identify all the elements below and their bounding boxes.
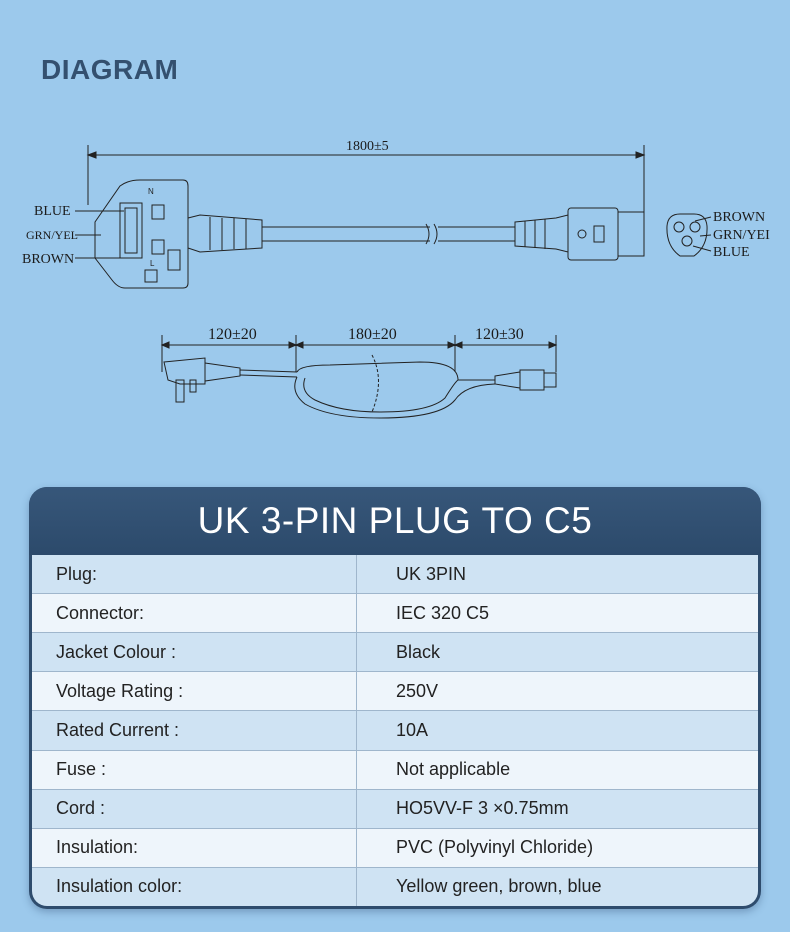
- spec-value: 250V: [356, 671, 758, 712]
- spec-row: Rated Current : 10A: [32, 710, 758, 751]
- spec-value: UK 3PIN: [356, 555, 758, 595]
- connector-wire-label-blue: BLUE: [713, 245, 750, 260]
- spec-value: PVC (Polyvinyl Chloride): [356, 828, 758, 868]
- spec-row: Cord : HO5VV-F 3 ×0.75mm: [32, 789, 758, 829]
- spec-value: Not applicable: [356, 750, 758, 790]
- connector-wire-label-grn-yei: GRN/YEI: [713, 228, 770, 243]
- spec-title: UK 3-PIN PLUG TO C5: [29, 487, 761, 555]
- spec-row: Insulation: PVC (Polyvinyl Chloride): [32, 828, 758, 868]
- spec-row: Fuse : Not applicable: [32, 750, 758, 790]
- spec-value: Yellow green, brown, blue: [356, 867, 758, 906]
- spec-label: Insulation color:: [32, 867, 357, 906]
- spec-label: Cord :: [32, 789, 357, 829]
- plug-wire-label-grn-yel: GRN/YEL: [26, 228, 78, 242]
- svg-text:L: L: [150, 259, 155, 268]
- section-heading: DIAGRAM: [41, 54, 179, 85]
- spec-row: Plug: UK 3PIN: [32, 555, 758, 595]
- spec-value: Black: [356, 632, 758, 673]
- spec-label: Fuse :: [32, 750, 357, 790]
- plug-wire-label-brown: BROWN: [22, 252, 74, 267]
- connector-wire-label-brown: BROWN: [713, 210, 765, 225]
- total-length-label: 1800±5: [346, 139, 389, 154]
- spec-value: HO5VV-F 3 ×0.75mm: [356, 789, 758, 829]
- segment-length-loop: 180±20: [348, 326, 397, 343]
- spec-row: Connector: IEC 320 C5: [32, 593, 758, 634]
- spec-value: IEC 320 C5: [356, 593, 758, 634]
- cable-diagram: N L: [22, 139, 770, 419]
- spec-row: Voltage Rating : 250V: [32, 671, 758, 712]
- segment-length-plug: 120±20: [208, 326, 257, 343]
- spec-label: Insulation:: [32, 828, 357, 868]
- spec-row: Jacket Colour : Black: [32, 632, 758, 673]
- plug-wire-label-blue: BLUE: [34, 204, 71, 219]
- spec-label: Jacket Colour :: [32, 632, 357, 673]
- segment-length-connector: 120±30: [475, 326, 524, 343]
- spec-card: UK 3-PIN PLUG TO C5 Plug: UK 3PIN Connec…: [29, 487, 761, 909]
- svg-text:N: N: [148, 187, 154, 196]
- spec-table: Plug: UK 3PIN Connector: IEC 320 C5 Jack…: [32, 555, 758, 906]
- spec-label: Rated Current :: [32, 710, 357, 751]
- spec-label: Plug:: [32, 555, 357, 595]
- spec-label: Connector:: [32, 593, 357, 634]
- spec-value: 10A: [356, 710, 758, 751]
- spec-row: Insulation color: Yellow green, brown, b…: [32, 867, 758, 906]
- spec-label: Voltage Rating :: [32, 671, 357, 712]
